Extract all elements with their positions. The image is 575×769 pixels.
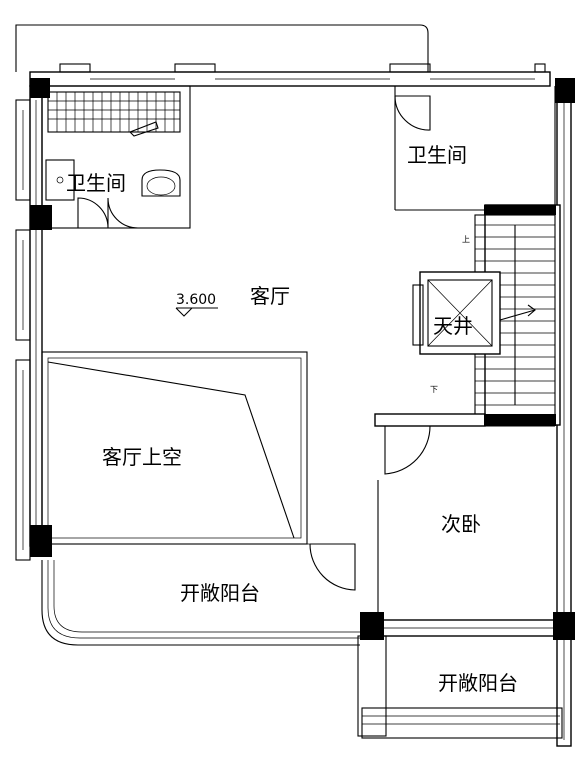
corridor-door	[309, 543, 356, 591]
stair-down-mark: 下	[430, 385, 438, 394]
roof-outline	[15, 24, 429, 72]
sink	[45, 159, 75, 201]
bathroom-door-left	[77, 197, 139, 229]
bathroom-door-right	[394, 95, 431, 131]
north-wall	[29, 63, 551, 87]
stair-up-mark: 上	[462, 235, 470, 244]
label-open-balcony-right: 开敞阳台	[438, 671, 518, 695]
label-secondary-bedroom: 次卧	[441, 512, 481, 536]
living-void	[41, 351, 310, 545]
shower-tile-grid	[48, 92, 180, 132]
west-wall	[15, 85, 43, 561]
bedroom-door	[384, 425, 431, 475]
right-bathroom	[394, 86, 485, 211]
structural-columns	[30, 78, 575, 640]
label-skywell: 天井	[433, 314, 473, 338]
left-bathroom	[41, 85, 191, 229]
bedroom-south-wall	[361, 619, 561, 637]
skywell	[412, 271, 501, 355]
elevation-mark: 3.600	[175, 292, 218, 317]
label-living-room: 客厅	[250, 284, 290, 308]
label-bathroom-right: 卫生间	[407, 143, 467, 167]
toilet	[141, 169, 181, 197]
label-living-void: 客厅上空	[102, 445, 182, 469]
label-bathroom-left: 卫生间	[66, 171, 126, 195]
left-balcony-rail	[41, 560, 360, 646]
label-open-balcony-left: 开敞阳台	[180, 581, 260, 605]
elevation-value: 3.600	[176, 292, 216, 308]
right-balcony	[357, 635, 563, 739]
